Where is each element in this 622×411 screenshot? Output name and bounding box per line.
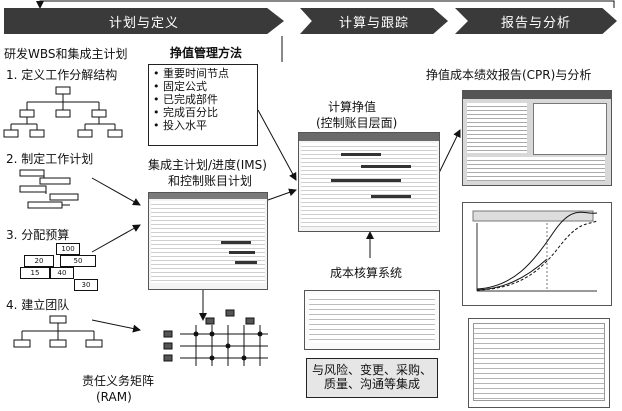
phase-plan: 计划与定义 [4,8,284,34]
step-4-label: 4. 建立团队 [6,298,70,312]
method-item: 重要时间节点 [153,67,253,80]
arrow-team-to-ram [91,319,141,333]
s-curve-plot [472,210,598,292]
method-item: 固定公式 [153,80,253,93]
ev-label-2: (控制账目层面) [316,116,398,130]
plan-title: 研发WBS和集成主计划 [4,47,128,61]
step-2-label: 2. 制定工作计划 [6,152,94,166]
integration-box: 与风险、变更、采购、 质量、沟通等集成 [306,358,438,398]
ram-label-2: (RAM) [96,390,132,404]
cost-system-screenshot [304,290,440,350]
phase-plan-label: 计划与定义 [108,15,179,31]
methods-list: 重要时间节点 固定公式 已完成部件 完成百分比 投入水平 [153,67,253,132]
report-title: 挣值成本绩效报告(CPR)与分析 [426,68,592,82]
phase-track-label: 计算与跟踪 [338,15,409,31]
budget-cell: 50 [60,255,96,267]
phase-report-label: 报告与分析 [500,15,571,31]
budget-cell: 15 [20,267,50,279]
step-3-label: 3. 分配预算 [6,228,70,242]
method-item: 完成百分比 [153,106,253,119]
ims-label-1: 集成主计划/进度(IMS) [148,158,267,172]
s-curve-chart [462,202,612,306]
report-form [468,318,610,408]
cost-system-label: 成本核算系统 [330,266,403,280]
method-item: 投入水平 [153,119,253,132]
budget-cell: 40 [50,267,74,279]
ev-screenshot [298,132,440,232]
arrow-budget-to-ims [91,224,141,253]
ev-label-1: 计算挣值 [328,100,377,114]
methods-title: 挣值管理方法 [170,46,243,60]
cpr-screenshot [462,90,612,186]
methods-box: 重要时间节点 固定公式 已完成部件 完成百分比 投入水平 [148,64,258,146]
method-item: 已完成部件 [153,93,253,106]
arrow-methods-to-ev [257,109,297,181]
ims-screenshot [148,192,268,290]
integration-line-2: 质量、沟通等集成 [323,377,420,391]
step-1-label: 1. 定义工作分解结构 [6,68,118,82]
arrow-ims-to-ev [267,188,297,201]
budget-cell: 20 [24,255,54,267]
integration-line-1: 与风险、变更、采购、 [311,363,432,377]
arrow-plan-to-ims [91,177,141,206]
budget-table: 100 20 50 15 40 30 [20,243,98,291]
budget-cell: 30 [74,279,98,291]
phase-track: 计算与跟踪 [300,8,448,34]
ram-label-1: 责任义务矩阵 [82,374,155,388]
ims-label-2: 和控制账目计划 [168,174,253,188]
budget-cell: 100 [56,243,80,255]
phase-report: 报告与分析 [455,8,617,34]
arrow-ev-to-report [437,129,461,176]
